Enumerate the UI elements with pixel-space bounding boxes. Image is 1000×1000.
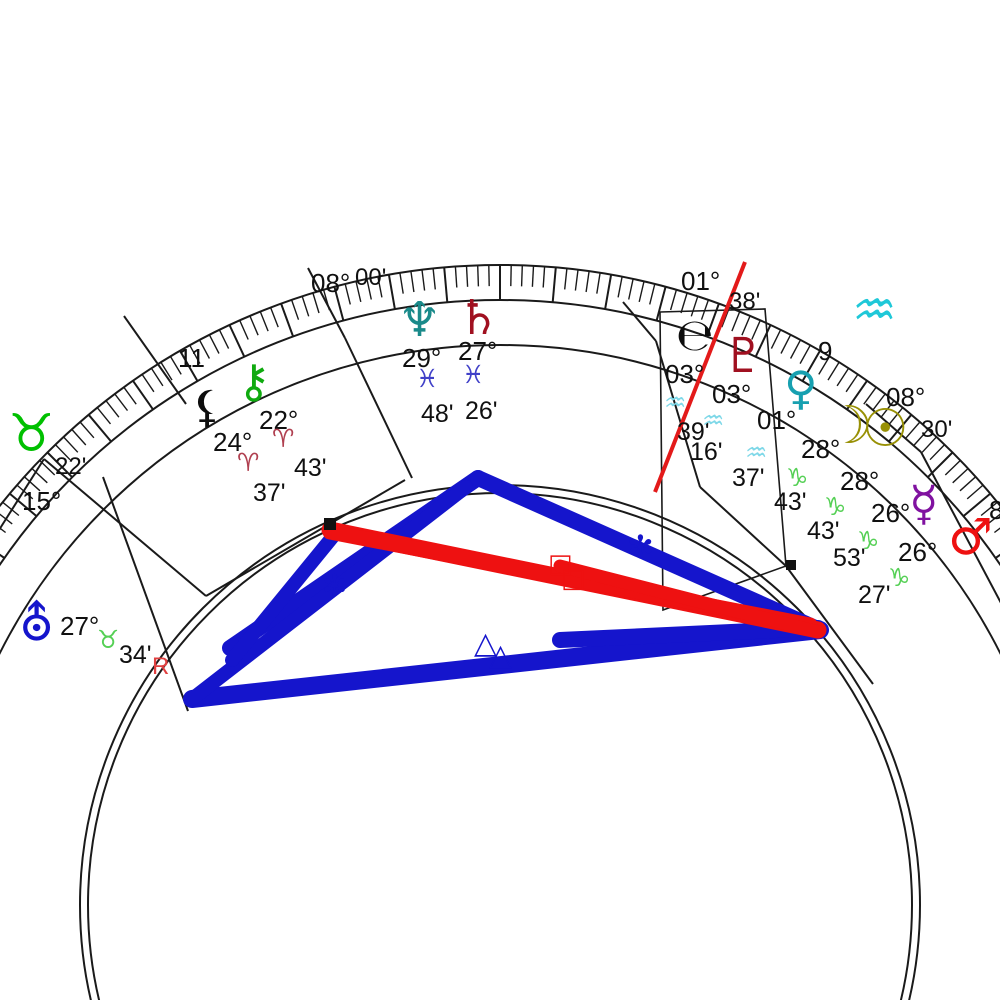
aquarius-cusp-minute: 30' — [921, 416, 953, 443]
south-node-glyph[interactable]: ℮ — [676, 310, 714, 361]
pluto-glyph[interactable]: ♇ — [722, 328, 766, 384]
aspect-line-blue-2 — [470, 470, 828, 638]
pisces-aquarius-cusp-marker-degree: 01° — [681, 266, 721, 296]
taurus-cusp-degree: 15° — [22, 486, 62, 516]
south-node-sign-glyph: ♒ — [664, 388, 687, 417]
degree-ticks — [0, 265, 1000, 559]
uranus-minute: 34' — [119, 641, 152, 669]
saturn-sign-glyph: ♓ — [462, 360, 485, 389]
neptune-glyph[interactable]: ♆ — [398, 292, 442, 348]
taurus-cusp-minute: 22' — [55, 453, 87, 480]
house-number-8: 8 — [989, 495, 1000, 525]
south-node-minute: 39' — [677, 418, 710, 446]
chiron-sign-glyph: ♈ — [272, 424, 295, 453]
sun-glyph[interactable]: ☉ — [862, 399, 909, 459]
chiron-minute: 43' — [294, 454, 327, 482]
aspect-trine-b[interactable]: △ — [489, 638, 513, 673]
saturn-minute: 26' — [465, 397, 498, 425]
venus-glyph[interactable]: ♀ — [784, 361, 818, 415]
mars-glyph[interactable]: ♂ — [948, 508, 993, 566]
sun-degree: 28° — [840, 466, 880, 496]
lilith-degree: 24° — [213, 427, 253, 457]
aspect-square-a[interactable]: □ — [548, 549, 573, 579]
chiron-degree: 22° — [259, 405, 299, 435]
aries-pisces-cusp-marker-minute: 00' — [355, 264, 387, 291]
aspect-line-blue-6 — [552, 620, 826, 648]
aquarius-cusp-degree: 08° — [886, 382, 926, 412]
moon-glyph[interactable]: ☽ — [826, 396, 873, 456]
mercury-glyph[interactable]: ☿ — [909, 476, 939, 532]
aspect-line-red-3 — [553, 559, 825, 639]
mc-axis-line — [653, 261, 747, 493]
lilith-minute: 37' — [253, 479, 286, 507]
mars-degree: 26° — [898, 537, 938, 567]
sun-minute: 43' — [807, 517, 840, 545]
moon-degree: 28° — [801, 434, 841, 464]
aspect-sextile-left[interactable]: ✻ — [322, 569, 348, 604]
uranus-sign-glyph: ♉ — [97, 625, 120, 654]
pisces-aquarius-cusp-marker-minute: 38' — [729, 288, 761, 315]
uranus-degree: 27° — [60, 611, 100, 641]
saturn-degree: 27° — [458, 336, 498, 366]
south-node-degree: 03° — [665, 359, 705, 389]
aspect-sextile-right[interactable]: ✻ — [627, 528, 654, 566]
taurus-cusp-glyph: ♉ — [8, 404, 55, 464]
mercury-degree: 26° — [871, 498, 911, 528]
venus-sign-glyph: ♒ — [745, 438, 768, 467]
neptune-sign-glyph: ♓ — [416, 364, 439, 393]
moon-minute: 43' — [774, 488, 807, 516]
sun-sign-glyph: ♑ — [824, 492, 847, 521]
house-number-11: 11 — [178, 343, 205, 373]
venus-minute: 37' — [732, 464, 765, 492]
aspect-trine-a[interactable]: △ — [474, 626, 498, 661]
uranus-retrograde-marker: R — [152, 653, 170, 680]
saturn-glyph[interactable]: ♄ — [457, 290, 501, 346]
venus-degree: 01° — [757, 405, 797, 435]
aquarius-cusp-glyph: ♒ — [852, 281, 897, 339]
mars-sign-glyph: ♑ — [888, 563, 911, 592]
aspect-line-blue-5 — [225, 527, 342, 667]
aspect-endpoints — [324, 518, 796, 570]
aspect-square-b[interactable]: □ — [561, 564, 586, 594]
outer-ring-circle — [0, 264, 1000, 508]
house-band-inner-circle — [0, 344, 1000, 656]
uranus-glyph[interactable]: ⛢ — [19, 596, 55, 652]
mars-minute: 27' — [858, 581, 891, 609]
aspect-line-blue-3 — [183, 621, 829, 708]
lilith-sign-glyph: ♈ — [237, 448, 260, 477]
mercury-minute: 53' — [833, 544, 866, 572]
pluto-sign-glyph: ♒ — [702, 406, 725, 435]
cusp-lines — [0, 267, 1000, 712]
aries-pisces-cusp-marker-degree: 08° — [311, 268, 351, 298]
neptune-minute: 48' — [421, 400, 454, 428]
house-number-9: 9 — [818, 336, 833, 366]
mercury-sign-glyph: ♑ — [857, 526, 880, 555]
pluto-minute: 16' — [690, 438, 723, 466]
moon-sign-glyph: ♑ — [786, 463, 809, 492]
neptune-degree: 29° — [402, 343, 442, 373]
lilith-glyph[interactable]: ⚸ — [191, 382, 224, 433]
aspect-lines — [183, 470, 829, 708]
pluto-degree: 03° — [712, 379, 752, 409]
chiron-glyph[interactable]: ⚷ — [237, 354, 271, 408]
